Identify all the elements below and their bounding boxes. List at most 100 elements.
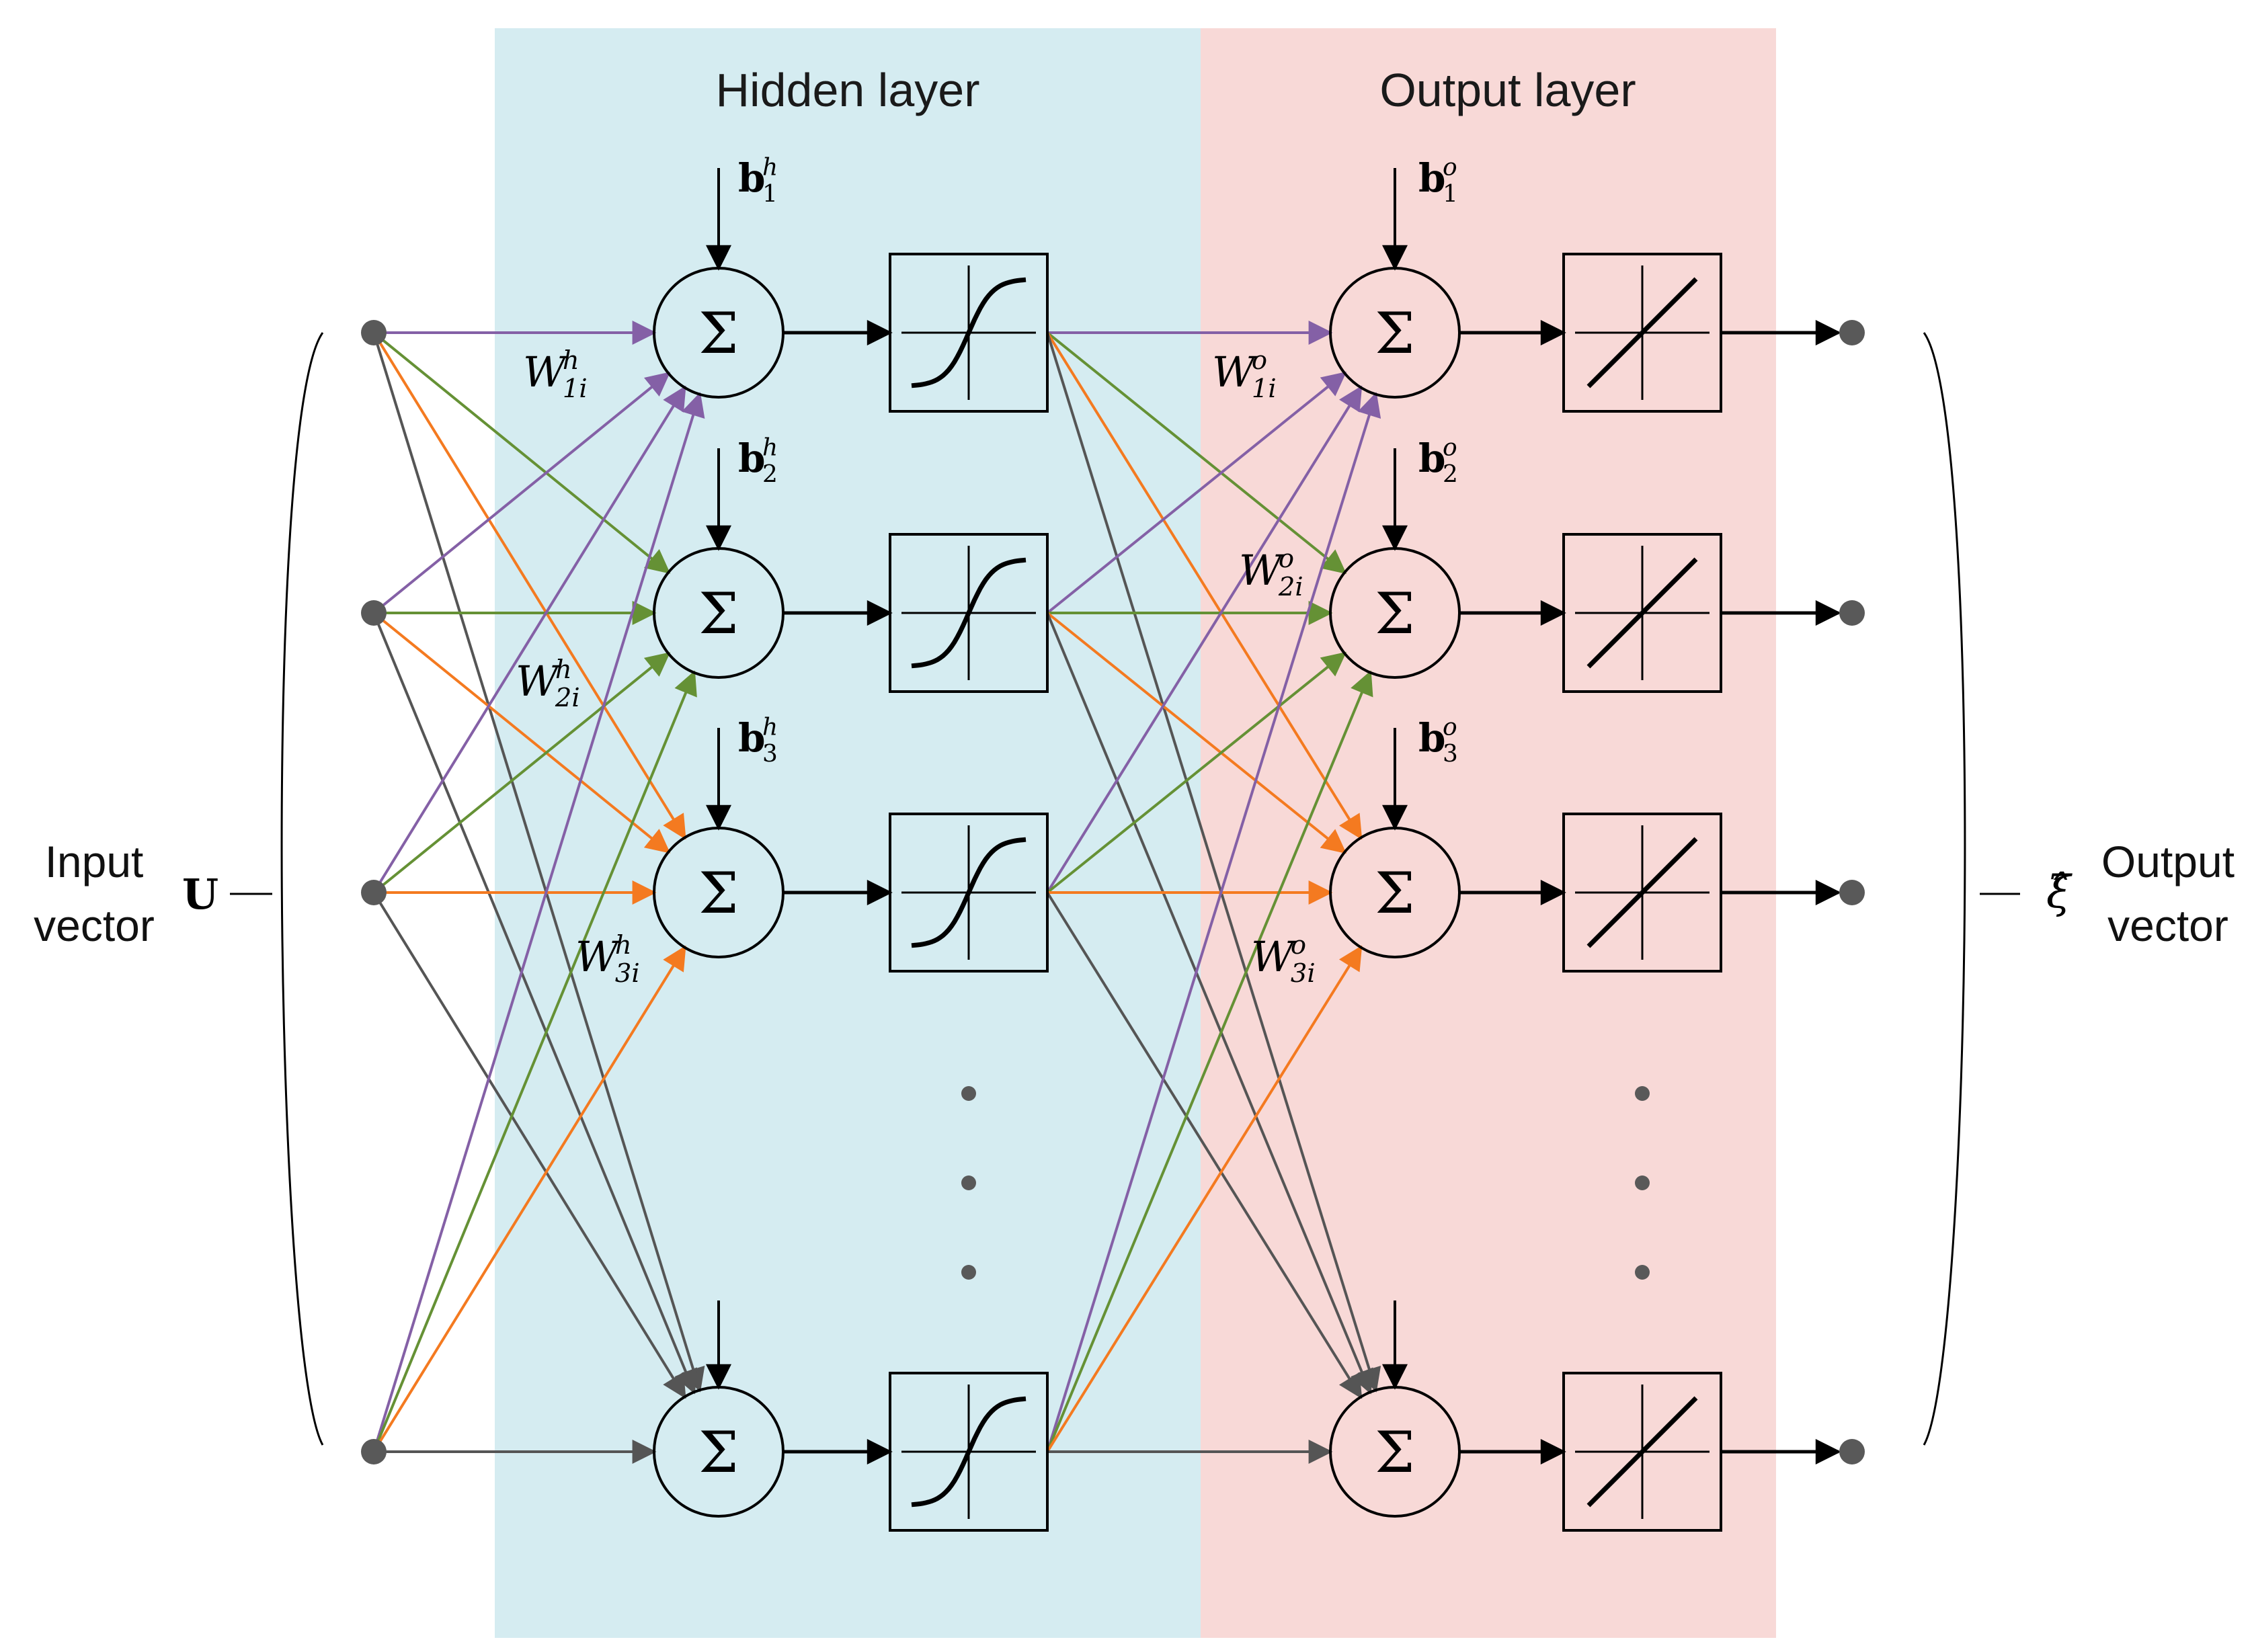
output-node (1839, 320, 1865, 345)
hidden-layer-title: Hidden layer (716, 64, 980, 116)
input-node-1-to-hidden-neuron-3 (372, 331, 686, 840)
hidden-bias-label-1: bh1 (738, 154, 778, 208)
svg-text:o: o (1252, 345, 1267, 376)
svg-text:b: b (1418, 436, 1446, 481)
output-bias-label-1: bo1 (1418, 154, 1458, 208)
svg-text:2: 2 (1443, 460, 1458, 488)
output-vector-symbol: ξ̂ (2046, 866, 2073, 918)
output-label-line2: vector (2107, 901, 2228, 950)
svg-text:W: W (1212, 347, 1258, 397)
output-bracket (1923, 332, 1966, 1446)
hidden-activation-2-to-output-neuron-3 (1046, 612, 1347, 854)
svg-text:1: 1 (1443, 180, 1458, 208)
sigmoid-activation-box (889, 813, 1049, 973)
input-node-2-to-hidden-neuron-1 (372, 372, 671, 614)
input-node-1-to-hidden-neuron-2 (372, 331, 671, 574)
input-node-3-to-hidden-neuron-4 (372, 891, 686, 1399)
svg-text:o: o (1443, 154, 1457, 181)
input-node-2-to-hidden-neuron-4 (372, 612, 697, 1395)
input-label-line1: Input (45, 837, 144, 886)
hidden-activation-3-to-output-neuron-2 (1046, 651, 1347, 894)
hidden-bias-label-3: bh3 (738, 714, 778, 768)
sigmoid-curve (911, 1396, 1027, 1508)
linear-curve (1586, 277, 1698, 388)
hidden-activation-2-to-output-neuron-1 (1046, 372, 1347, 614)
hidden-ellipsis (961, 1086, 976, 1280)
svg-text:3i: 3i (1291, 958, 1316, 989)
input-label-line2: vector (34, 901, 155, 950)
svg-text:3: 3 (762, 740, 778, 768)
hidden-activation-4-to-output-neuron-1 (1046, 392, 1381, 1452)
hidden-bias-label-2: bh2 (738, 434, 778, 488)
output-node (1839, 1439, 1865, 1464)
input-node (361, 1439, 387, 1464)
connections (372, 321, 1381, 1464)
output-label-line1: Output (2101, 837, 2235, 886)
hidden-activation-4-to-output-neuron-3 (1046, 945, 1363, 1453)
input-node-1-to-hidden-neuron-4 (372, 332, 705, 1393)
svg-text:2i: 2i (555, 683, 580, 713)
hidden-sum-symbol: Σ (698, 860, 738, 926)
svg-text:W: W (516, 657, 561, 706)
input-bracket (280, 332, 324, 1446)
output-sum-symbol: Σ (1375, 1419, 1414, 1485)
sigmoid-curve (911, 837, 1027, 948)
svg-text:1: 1 (762, 180, 778, 208)
output-ellipsis (1635, 1086, 1650, 1280)
output-sum-symbol: Σ (1375, 581, 1414, 647)
svg-text:2: 2 (762, 460, 778, 488)
svg-text:h: h (563, 345, 579, 376)
sigmoid-curve (911, 557, 1027, 669)
hidden-sum-symbol: Σ (698, 300, 738, 366)
input-node-3-to-hidden-neuron-1 (372, 385, 686, 894)
input-node-3-to-hidden-neuron-2 (372, 652, 671, 894)
svg-text:b: b (738, 155, 766, 201)
hidden-activation-4-to-output-neuron-2 (1046, 670, 1373, 1452)
output-bias-label-2: bo2 (1418, 434, 1458, 488)
input-vector-symbol: U (182, 870, 218, 919)
svg-text:h: h (762, 154, 778, 181)
hidden-activation-3-to-output-neuron-4 (1046, 891, 1363, 1399)
input-node-2-to-hidden-neuron-3 (372, 612, 671, 854)
linear-curve (1586, 557, 1698, 669)
hidden-activation-1-to-output-neuron-4 (1046, 332, 1381, 1393)
output-node (1839, 600, 1865, 626)
input-node-4-to-hidden-neuron-1 (372, 392, 705, 1452)
output-layer-panel (1201, 28, 1776, 1638)
svg-text:b: b (738, 715, 766, 761)
hidden-layer-panel (495, 28, 1201, 1638)
svg-text:b: b (738, 436, 766, 481)
sigmoid-activation-box (889, 253, 1049, 413)
sigmoid-curve (911, 277, 1027, 388)
hidden-sum-symbol: Σ (698, 1419, 738, 1485)
svg-text:W: W (1251, 932, 1297, 981)
svg-text:h: h (615, 930, 632, 960)
output-layer-title: Output layer (1379, 64, 1636, 116)
svg-text:3i: 3i (615, 958, 640, 989)
svg-text:3: 3 (1443, 740, 1458, 768)
svg-text:o: o (1279, 544, 1294, 574)
input-node (361, 320, 387, 345)
svg-text:o: o (1443, 434, 1457, 462)
svg-text:2i: 2i (1278, 572, 1303, 602)
svg-text:W: W (1239, 546, 1285, 595)
svg-text:o: o (1291, 930, 1306, 960)
hidden-sum-symbol: Σ (698, 581, 738, 647)
hidden-activation-3-to-output-neuron-1 (1046, 385, 1363, 894)
svg-text:h: h (555, 655, 572, 685)
svg-text:b: b (1418, 155, 1446, 201)
output-sum-symbol: Σ (1375, 860, 1414, 926)
linear-curve (1586, 837, 1698, 948)
svg-text:h: h (762, 434, 778, 462)
hidden-activation-1-to-output-neuron-2 (1046, 331, 1347, 574)
linear-curve (1586, 1396, 1698, 1508)
